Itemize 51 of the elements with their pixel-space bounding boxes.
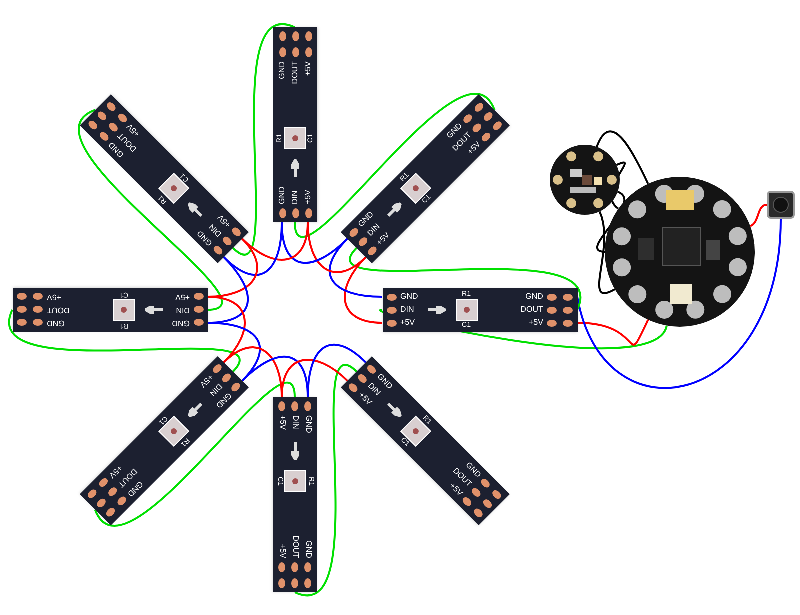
pad-label: GND: [400, 293, 418, 301]
pad-label: +5V: [46, 293, 62, 301]
wire: [232, 24, 296, 256]
wire: [78, 109, 222, 311]
push-button: [767, 191, 795, 219]
wire: [281, 359, 348, 398]
pad-label: GND: [304, 540, 312, 558]
pad-label: DOUT: [520, 306, 544, 314]
wire: [307, 344, 367, 398]
led-strip: [273, 28, 317, 222]
wire: [294, 364, 358, 596]
pad-label: +5V: [278, 544, 286, 558]
pad-label: GND: [304, 416, 312, 434]
wire: [294, 94, 496, 238]
pad-label: +5V: [466, 140, 483, 157]
pad-label: +5V: [278, 416, 286, 430]
wire: [576, 218, 782, 390]
pad-label: GND: [278, 186, 286, 204]
pad-label: +5V: [304, 190, 312, 204]
pad-label: DIN: [291, 416, 299, 430]
wire: [350, 248, 582, 310]
pad-label: DOUT: [291, 536, 299, 558]
wire: [596, 130, 650, 184]
pad-label: +5V: [528, 319, 544, 327]
pad-label: +5V: [107, 463, 124, 480]
pad-label: GND: [46, 319, 64, 327]
pad-label: DIN: [291, 190, 299, 204]
pad-label: DIN: [400, 306, 414, 314]
wire: [750, 204, 768, 228]
pad-label: GND: [172, 319, 190, 327]
pad-label: +5V: [448, 482, 464, 498]
pad-label: DOUT: [46, 306, 70, 314]
pad-label: GND: [526, 293, 544, 301]
pad-label: DIN: [176, 306, 190, 314]
wire: [223, 222, 283, 276]
pad-label: +5V: [175, 293, 190, 301]
led-strip: [382, 288, 578, 332]
wire: [8, 310, 240, 372]
wire: [207, 322, 262, 382]
pad-label: +5V: [198, 372, 214, 388]
wire: [94, 382, 296, 526]
wire: [328, 238, 383, 298]
wire: [577, 320, 650, 346]
pad-label: +5V: [126, 122, 142, 138]
led-strip: [12, 288, 208, 332]
pad-label: GND: [278, 62, 286, 80]
pad-label: DOUT: [291, 62, 299, 84]
pad-label: +5V: [400, 319, 415, 327]
pad-label: +5V: [376, 232, 392, 248]
led-strip: [273, 398, 317, 592]
pad-label: +5V: [304, 62, 312, 76]
